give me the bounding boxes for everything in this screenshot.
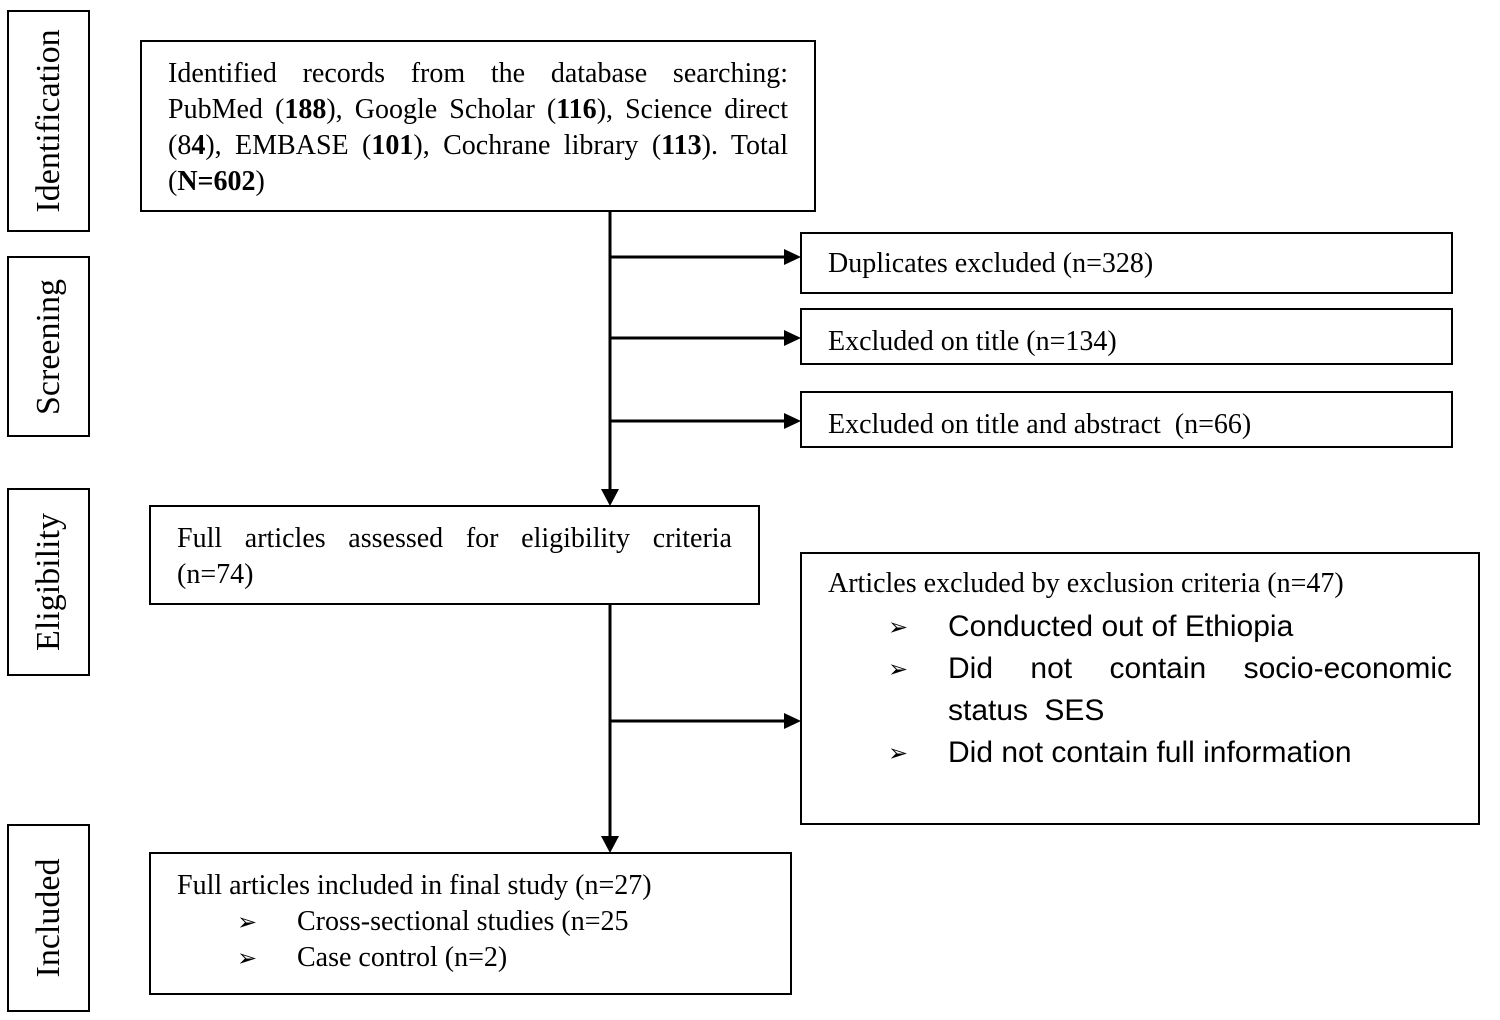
excluded-title-abstract-label: Excluded on title and abstract (n=66) xyxy=(828,409,1252,440)
excluded-title-abstract-box: Excluded on title and abstract (n=66) xyxy=(800,391,1453,448)
count-science-direct: 4 xyxy=(191,130,206,161)
identified-text: ) xyxy=(255,166,265,197)
identified-text: ), Google Scholar ( xyxy=(326,94,557,125)
eligibility-flow-arrowhead xyxy=(601,836,619,853)
excluded-title-box: Excluded on title (n=134) xyxy=(800,308,1453,365)
count-pubmed: 188 xyxy=(284,94,327,125)
duplicates-excluded-box: Duplicates excluded (n=328) xyxy=(800,232,1453,294)
duplicates-excluded-label: Duplicates excluded (n=328) xyxy=(828,248,1154,279)
identified-text: ), Science direct (8 xyxy=(168,94,788,161)
stage-screening: Screening xyxy=(7,256,90,437)
full-articles-assessed-box: Full articles assessed for eligibility c… xyxy=(149,505,760,605)
identified-text: ), EMBASE ( xyxy=(205,130,372,161)
full-articles-assessed-label: Full articles assessed for eligibility c… xyxy=(177,523,732,590)
included-item-label: Cross-sectional studies (n=25 xyxy=(297,906,629,937)
excluded-title-label: Excluded on title (n=134) xyxy=(828,326,1117,357)
stage-included: Included xyxy=(7,824,90,1012)
exclusion-item-label: Did not contain full information xyxy=(948,736,1352,769)
exclusion-item-label: Did not contain socio-economic status SE… xyxy=(948,652,1452,727)
included-item-label: Case control (n=2) xyxy=(297,942,508,973)
exclusion-criteria-heading: Articles excluded by exclusion criteria … xyxy=(828,568,1344,599)
exclusion-item: ➢ Did not contain socio-economic status … xyxy=(828,648,1452,732)
bullet-arrow-icon: ➢ xyxy=(888,739,909,767)
count-embase: 101 xyxy=(371,130,414,161)
stage-eligibility: Eligibility xyxy=(7,488,90,676)
bullet-arrow-icon: ➢ xyxy=(237,908,258,936)
identified-text: Identified records from the database sea… xyxy=(168,58,788,125)
final-study-box: Full articles included in final study (n… xyxy=(149,852,792,995)
main-flow-arrowhead xyxy=(601,489,619,506)
identified-records-box: Identified records from the database sea… xyxy=(140,40,816,212)
exclusion-item: ➢ Conducted out of Ethiopia xyxy=(828,606,1452,648)
bullet-arrow-icon: ➢ xyxy=(888,655,909,683)
count-cochrane: 113 xyxy=(661,130,702,161)
stage-identification: Identification xyxy=(7,10,90,232)
bullet-arrow-icon: ➢ xyxy=(237,944,258,972)
bullet-arrow-icon: ➢ xyxy=(888,613,909,641)
count-total: N=602 xyxy=(177,166,256,197)
identified-text: ). Total ( xyxy=(168,130,788,197)
included-item: ➢ Cross-sectional studies (n=25 xyxy=(177,904,764,940)
count-google-scholar: 116 xyxy=(556,94,597,125)
identified-text: ), Cochrane library ( xyxy=(413,130,662,161)
final-study-heading: Full articles included in final study (n… xyxy=(177,870,652,901)
exclusion-criteria-box: Articles excluded by exclusion criteria … xyxy=(800,552,1480,825)
exclusion-item-label: Conducted out of Ethiopia xyxy=(948,610,1294,643)
exclusion-item: ➢ Did not contain full information xyxy=(828,732,1452,774)
included-item: ➢ Case control (n=2) xyxy=(177,940,764,976)
